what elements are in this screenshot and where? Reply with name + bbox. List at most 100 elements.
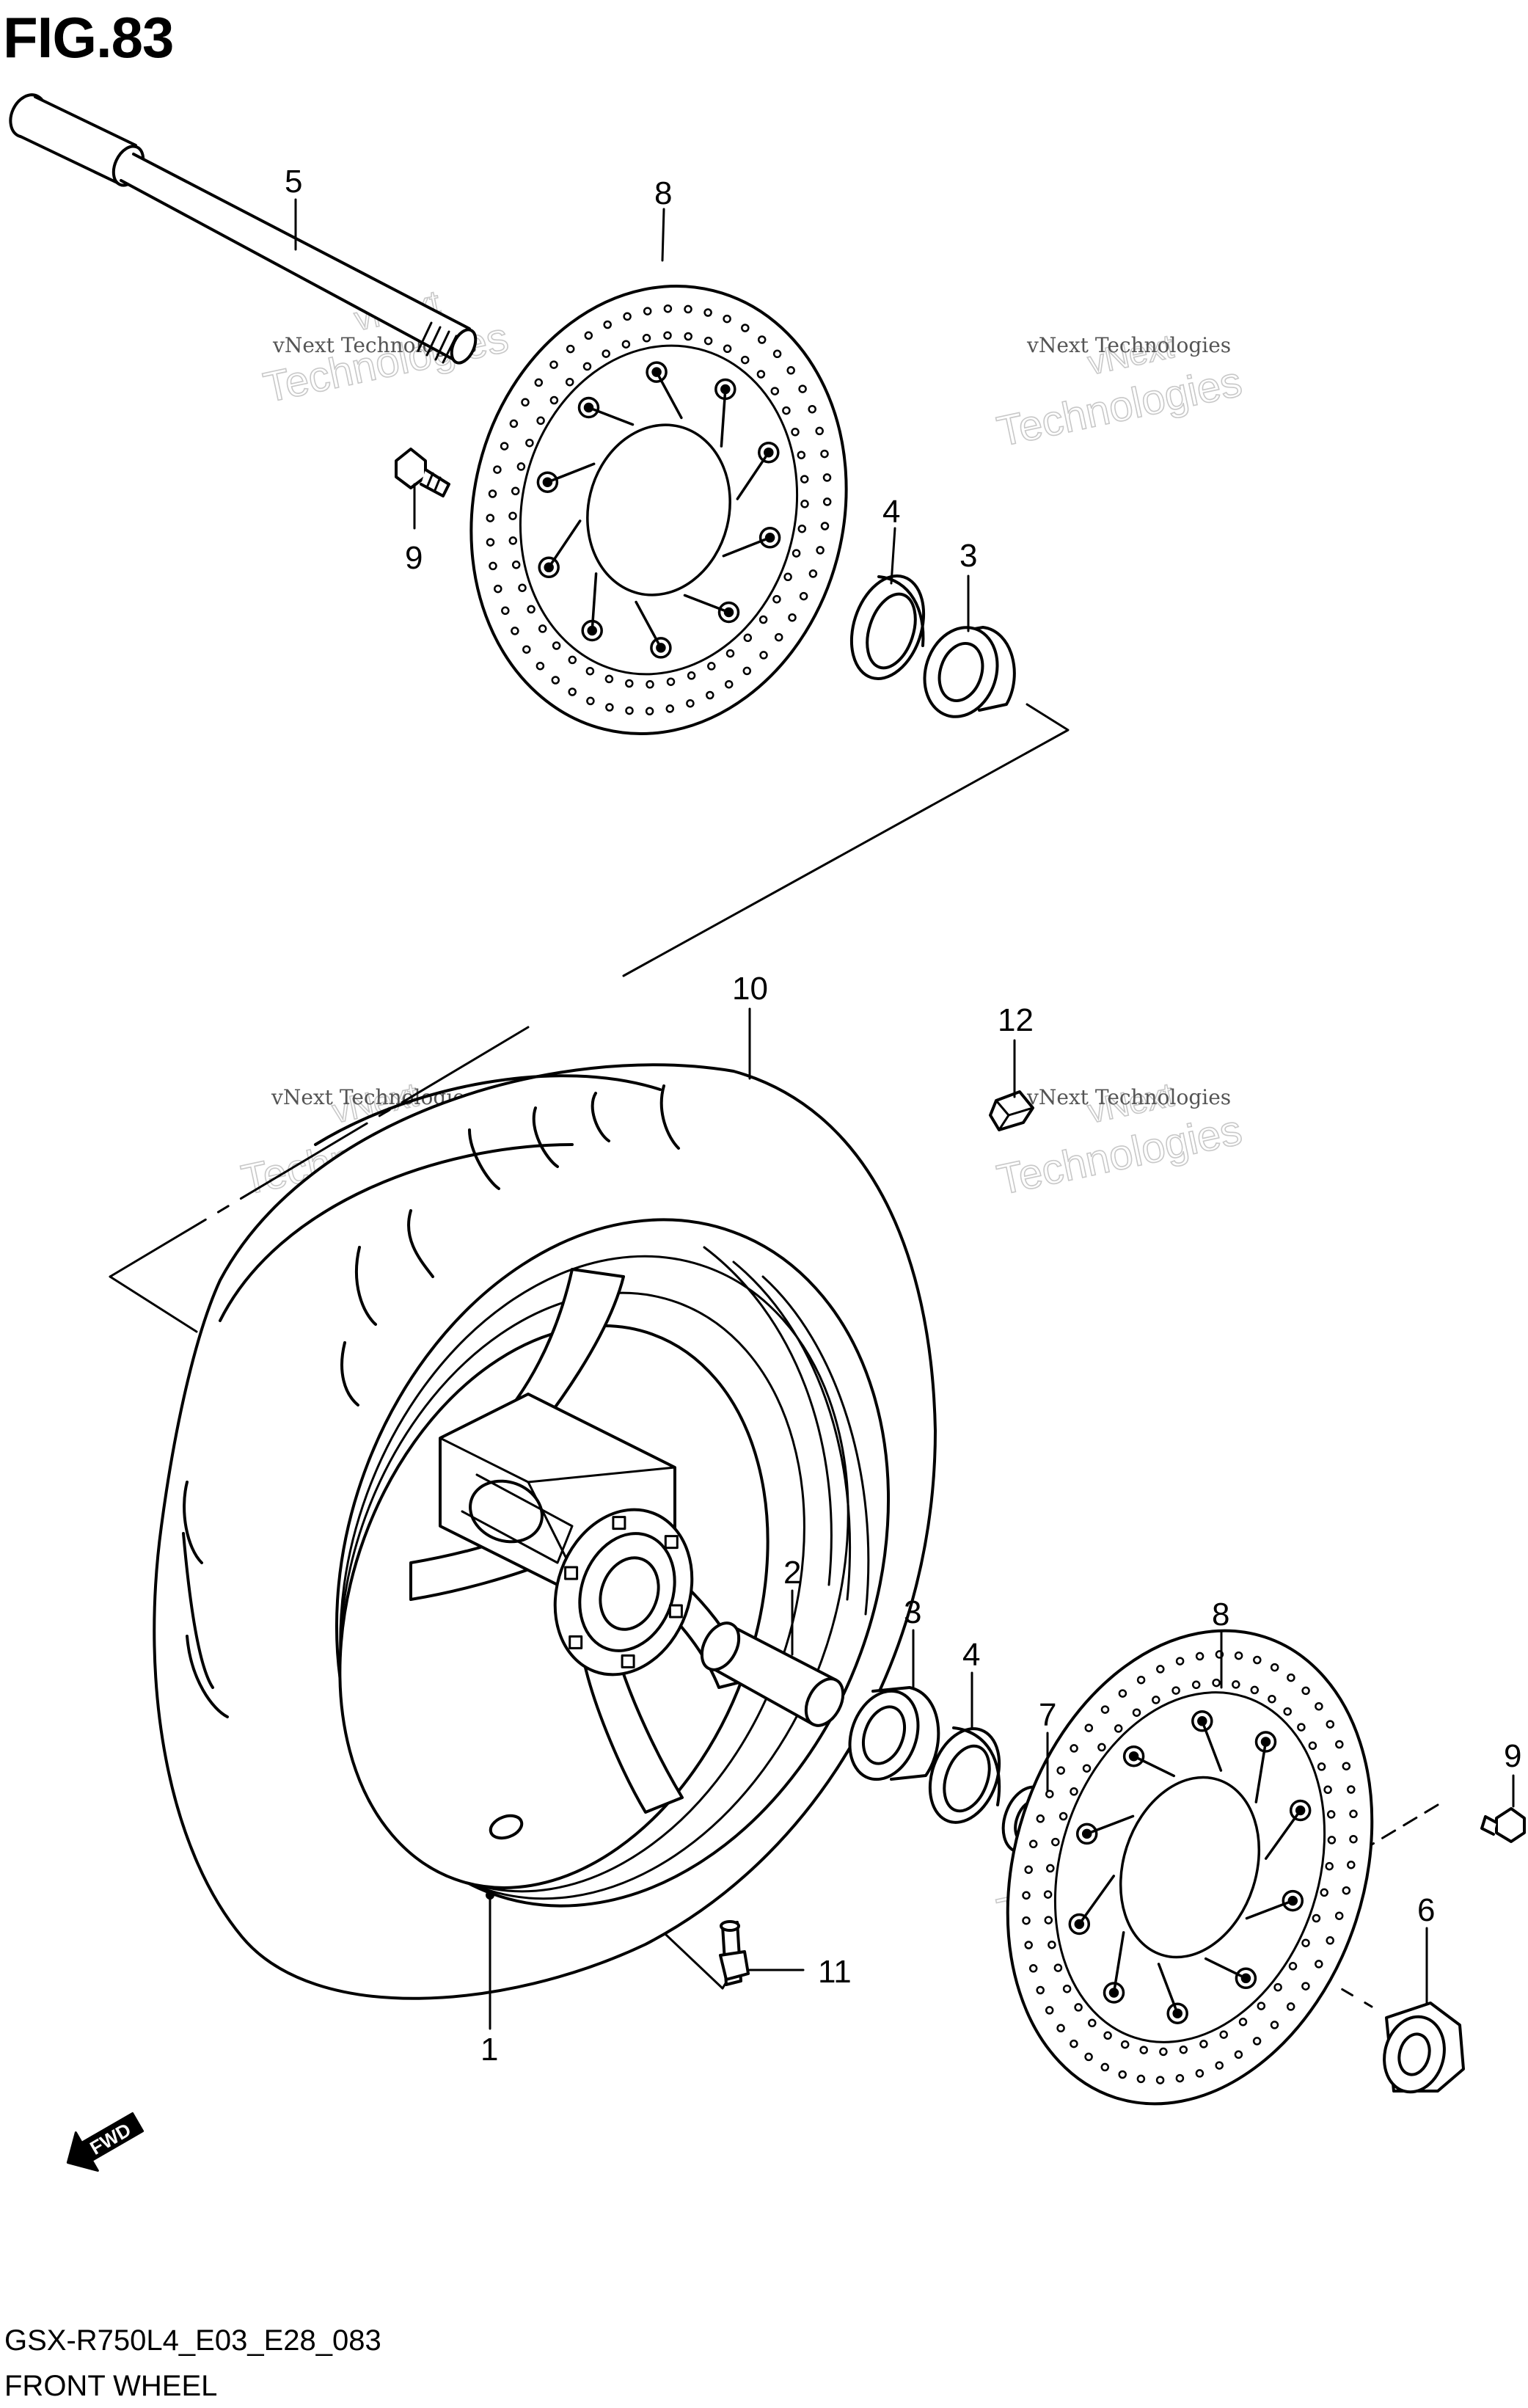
disc-vent-hole (586, 696, 595, 706)
disc-vent-hole (740, 355, 750, 365)
disc-vent-hole (797, 450, 806, 459)
disc-vent-hole (1045, 2006, 1054, 2015)
disc-vent-hole (687, 671, 696, 680)
disc-vent-hole (1349, 1834, 1358, 1844)
disc-carrier-arm (736, 450, 770, 500)
callout-4-bottom: 4 (962, 1637, 980, 1673)
disc-vent-hole (786, 366, 795, 375)
disc-vent-hole (538, 624, 547, 633)
disc-vent-hole (511, 486, 520, 496)
disc-vent-hole (1155, 2076, 1165, 2084)
disc-vent-hole (1334, 1911, 1344, 1920)
callout-8-top: 8 (654, 175, 672, 211)
disc-vent-hole (1301, 1686, 1310, 1696)
disc-vent-hole (774, 632, 783, 642)
disc-vent-hole (1120, 2040, 1130, 2049)
disc-vent-hole (1022, 1891, 1031, 1900)
disc-vent-hole (493, 465, 502, 474)
disc-vent-hole (489, 561, 497, 571)
disc-vent-hole (684, 332, 692, 341)
disc-vent-hole (1048, 1940, 1056, 1949)
disc-vent-hole (665, 704, 675, 713)
disc-vent-hole (1325, 1861, 1334, 1871)
watermark-caption: vNext Technologies (1026, 1085, 1231, 1109)
hub-bolt-boss (668, 1604, 683, 1619)
disc-vent-hole (603, 320, 612, 329)
disc-vent-hole (791, 428, 800, 437)
disc-vent-hole (1070, 2039, 1078, 2048)
disc-vent-hole (1179, 2045, 1188, 2054)
disc-vent-hole (584, 331, 593, 340)
disc-vent-hole (511, 627, 519, 635)
disc-vent-hole (1070, 1787, 1078, 1796)
disc-vent-hole (1136, 1675, 1146, 1685)
disc-vent-hole (800, 500, 809, 508)
disc-vent-hole (808, 569, 818, 578)
disc-vent-hole (1317, 1762, 1326, 1771)
disc-vent-hole (508, 536, 518, 545)
disc-vent-hole (1342, 1886, 1351, 1895)
disc-vent-hole (1156, 1665, 1165, 1674)
disc-vent-hole (1056, 2024, 1065, 2033)
disc-vent-hole (518, 583, 527, 592)
disc-vent-hole (1232, 1680, 1240, 1689)
disc-carrier-arm (1157, 1963, 1179, 2015)
disc-vent-hole (549, 395, 559, 405)
callout-3-top: 3 (959, 538, 977, 574)
callout-11: 11 (818, 1954, 852, 1990)
disc-vent-hole (1326, 1936, 1334, 1945)
disc-vent-hole (723, 314, 731, 324)
disc-vent-hole (535, 661, 545, 671)
disc-carrier-arm (1245, 1899, 1295, 1920)
disc-vent-hole (703, 336, 713, 346)
callout-2: 2 (783, 1555, 801, 1591)
disc-vent-hole (663, 304, 673, 313)
disc-vent-hole (1195, 1652, 1205, 1661)
hub-bolt-boss (621, 1654, 635, 1668)
disc-vent-hole (816, 546, 825, 555)
disc-vent-hole (1028, 1964, 1038, 1973)
disc-carrier-arm (591, 572, 598, 632)
disc-vent-hole (646, 680, 654, 689)
disc-vent-hole (527, 605, 535, 614)
disc-vent-hole (1315, 1960, 1323, 1969)
disc-vent-hole (1045, 1789, 1054, 1798)
callout-leader-lines (294, 198, 1515, 2030)
model-code-caption: GSX-R750L4_E03_E28_083 (4, 2324, 381, 2357)
disc-vent-hole (568, 655, 577, 665)
disc-vent-hole (1273, 1982, 1282, 1992)
disc-vent-hole (1326, 1810, 1336, 1819)
disc-carrier-arm (655, 371, 683, 420)
disc-vent-hole (756, 370, 766, 379)
disc-vent-hole (1288, 1962, 1298, 1971)
disc-vent-hole (743, 633, 753, 643)
disc-vent-hole (1082, 1764, 1092, 1773)
disc-vent-hole (706, 690, 714, 700)
disc-vent-hole (1132, 1708, 1141, 1717)
disc-vent-hole (1043, 1890, 1053, 1899)
disc-vent-hole (798, 384, 807, 393)
disc-vent-hole (820, 522, 830, 530)
disc-vent-hole (1308, 1741, 1317, 1751)
disc-vent-hole (723, 344, 732, 354)
disc-vent-hole (757, 335, 767, 344)
disc-bolt-part (395, 448, 450, 497)
axle-nut-part (1383, 2002, 1465, 2094)
disc-vent-hole (1051, 1837, 1060, 1847)
disc-vent-hole (742, 666, 752, 676)
disc-vent-hole (565, 377, 574, 387)
disc-vent-hole (643, 307, 652, 315)
disc-vent-hole (566, 344, 575, 354)
bearing-part (848, 1686, 940, 1781)
disc-carrier-arm (720, 387, 727, 448)
wheel-balancer-part (989, 1090, 1034, 1131)
disc-vent-hole (1219, 2030, 1228, 2039)
wheel-spacer-part (700, 1621, 845, 1727)
disc-vent-hole (1036, 1985, 1045, 1995)
callout-labels: 5 8 9 4 3 10 12 2 3 4 7 8 9 6 11 1 (285, 164, 1521, 2068)
disc-vent-hole (666, 677, 676, 686)
section-name-caption: FRONT WHEEL (4, 2370, 218, 2402)
disc-vent-hole (511, 561, 521, 569)
disc-vent-hole (549, 360, 558, 369)
